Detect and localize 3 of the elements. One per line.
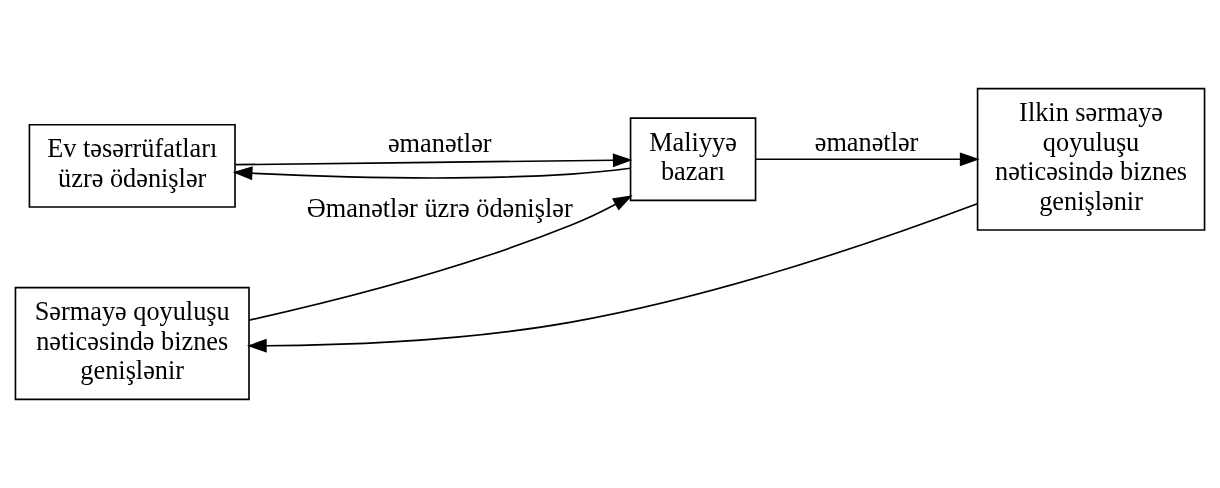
edge-label: əmanətlər: [814, 127, 919, 157]
edge-label: Əmanətlər üzrə ödənişlər: [306, 193, 573, 223]
edge-label: əmanətlər: [387, 129, 492, 159]
